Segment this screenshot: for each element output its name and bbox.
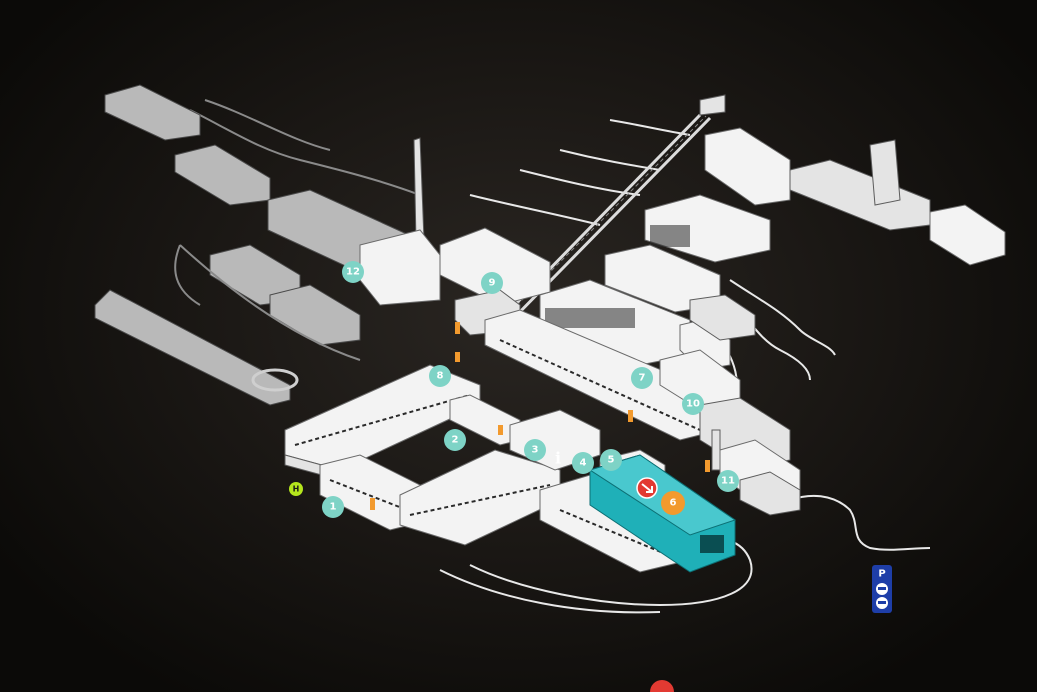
marker-5[interactable]: 5 xyxy=(600,449,622,471)
marker-10[interactable]: 10 xyxy=(682,393,704,415)
terrain-lines xyxy=(189,99,931,614)
svg-text:H: H xyxy=(293,485,300,494)
parking-marker[interactable]: P xyxy=(872,565,892,613)
marker-9[interactable]: 9 xyxy=(481,272,503,294)
info-marker[interactable]: i xyxy=(555,449,561,468)
marker-2[interactable]: 2 xyxy=(444,429,466,451)
marker-8[interactable]: 8 xyxy=(429,365,451,387)
info-icon: i xyxy=(555,449,561,468)
highlighted-building-6[interactable] xyxy=(588,454,737,573)
marker-6[interactable]: 6 xyxy=(661,491,685,515)
marker-3[interactable]: 3 xyxy=(524,439,546,461)
marker-11[interactable]: 11 xyxy=(717,470,739,492)
building-group-northeast xyxy=(539,94,1006,371)
marker-12[interactable]: 12 xyxy=(342,261,364,283)
building-11 xyxy=(719,439,801,516)
arrow-icon xyxy=(641,483,653,493)
entrance-marker[interactable] xyxy=(636,477,658,499)
svg-text:P: P xyxy=(878,569,885,580)
chimney xyxy=(359,137,441,306)
svg-text:… ……… …: … ……… … xyxy=(690,684,752,692)
marker-4[interactable]: 4 xyxy=(572,452,594,474)
entrance-flags xyxy=(370,322,710,510)
helipad-marker[interactable]: H xyxy=(289,482,303,496)
marker-1[interactable]: 1 xyxy=(322,496,344,518)
bottom-caption: … ……… … xyxy=(650,680,752,692)
marker-7[interactable]: 7 xyxy=(631,367,653,389)
building-group-northwest xyxy=(94,84,421,406)
